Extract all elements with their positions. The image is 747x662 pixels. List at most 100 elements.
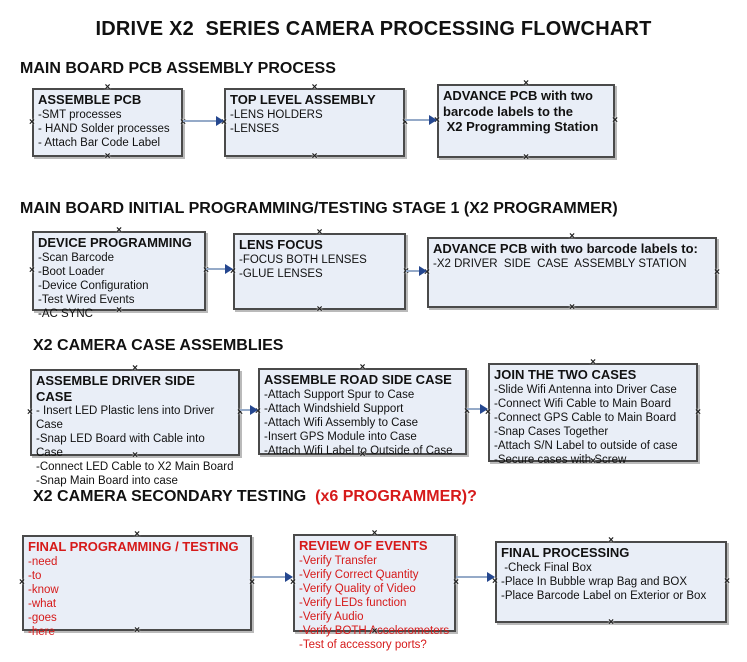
connection-anchor-icon: × — [608, 617, 614, 628]
box-item: -Verify Audio — [299, 610, 364, 623]
box-review-of-events: REVIEW OF EVENTS -Verify Transfer -Verif… — [290, 529, 459, 651]
flow-arrow — [406, 265, 427, 277]
box-item: -Check Final Box — [501, 561, 592, 574]
box-item: -Insert GPS Module into Case — [264, 430, 417, 443]
page-title: IDRIVE X2 SERIES CAMERA PROCESSING FLOWC… — [95, 18, 652, 40]
box-item: -Verify Quality of Video — [299, 582, 416, 595]
box-title: REVIEW OF EVENTS — [299, 538, 428, 553]
box-join-the-two-cases: JOIN THE TWO CASES -Slide Wifi Antenna i… — [485, 358, 701, 467]
box-item: -Scan Barcode — [38, 251, 115, 264]
box-assemble-driver-side-case: ASSEMBLE DRIVER SIDE CASE - Insert LED P… — [27, 364, 243, 488]
arrow-line — [405, 119, 432, 121]
box-title: ASSEMBLE DRIVER SIDE CASE — [36, 373, 199, 404]
box-item: -Connect GPS Cable to Main Board — [494, 411, 677, 424]
flow-arrow — [456, 571, 495, 583]
box-title: FINAL PROCESSING — [501, 545, 630, 560]
arrow-head-icon — [285, 572, 293, 582]
heading-red-part: (x6 PROGRAMMER)? — [310, 488, 477, 505]
connection-anchor-icon: × — [724, 576, 730, 587]
arrow-line — [406, 270, 422, 272]
box-item: -here — [28, 625, 55, 638]
box-item: -Place Barcode Label on Exterior or Box — [501, 589, 707, 602]
arrow-line — [467, 408, 483, 410]
heading-black-part: X2 CAMERA SECONDARY TESTING — [33, 488, 311, 505]
box-item: -LENSES — [230, 122, 280, 135]
section-heading-pcb-assembly: MAIN BOARD PCB ASSEMBLY PROCESS — [20, 60, 336, 77]
flow-arrow — [405, 114, 437, 126]
arrow-head-icon — [250, 405, 258, 415]
connection-anchor-icon: × — [19, 577, 25, 588]
box-item: -goes — [28, 611, 57, 624]
flow-arrow — [252, 571, 293, 583]
box-final-processing: FINAL PROCESSING -Check Final Box -Place… — [492, 536, 730, 628]
section-heading-secondary-testing: X2 CAMERA SECONDARY TESTING (x6 PROGRAMM… — [33, 488, 477, 506]
box-item: -Attach Wifi Assembly to Case — [264, 416, 419, 429]
connection-anchor-icon: × — [104, 151, 111, 162]
box-title: JOIN THE TWO CASES — [494, 367, 637, 382]
box-final-programming-testing: FINAL PROGRAMMING / TESTING -need -to -k… — [19, 530, 255, 638]
arrow-head-icon — [487, 572, 495, 582]
box-item: -Attach Support Spur to Case — [264, 388, 415, 401]
box-item: -GLUE LENSES — [239, 267, 323, 280]
box-item: -Attach S/N Label to outside of case — [494, 439, 678, 452]
box-item: -Connect Wifi Cable to Main Board — [494, 397, 672, 410]
box-title: FINAL PROGRAMMING / TESTING — [28, 539, 239, 554]
box-item: -Verify Correct Quantity — [299, 568, 419, 581]
box-item: -Boot Loader — [38, 265, 105, 278]
box-title: LENS FOCUS — [239, 237, 323, 252]
box-device-programming: DEVICE PROGRAMMING -Scan Barcode -Boot L… — [29, 226, 209, 320]
connection-anchor-icon: × — [612, 115, 618, 126]
box-item: -Verify LEDs function — [299, 596, 407, 609]
box-item: -Attach Wifi Label to Outside of Case — [264, 444, 453, 457]
section-heading-case-assemblies: X2 CAMERA CASE ASSEMBLIES — [33, 337, 284, 354]
box-item: -Device Configuration — [38, 279, 149, 292]
flow-arrow — [467, 403, 488, 415]
box-title: ASSEMBLE PCB — [38, 92, 142, 107]
box-item: -SMT processes — [38, 108, 122, 121]
box-item: -know — [28, 583, 59, 596]
connection-anchor-icon: × — [311, 151, 318, 162]
box-item: -Place In Bubble wrap Bag and BOX — [501, 575, 688, 588]
box-item: -Test of accessory ports? — [299, 638, 427, 651]
arrow-head-icon — [216, 116, 224, 126]
box-top-level-assembly: TOP LEVEL ASSEMBLY -LENS HOLDERS -LENSES… — [221, 83, 408, 162]
flow-arrow — [206, 263, 233, 275]
arrow-head-icon — [419, 266, 427, 276]
section-heading-initial-programming: MAIN BOARD INITIAL PROGRAMMING/TESTING S… — [20, 200, 618, 217]
box-item: -Secure cases with Screw — [494, 453, 627, 466]
box-assemble-pcb: ASSEMBLE PCB -SMT processes - HAND Solde… — [29, 83, 186, 162]
box-item: -need — [28, 555, 58, 568]
box-item: -Attach Windshield Support — [264, 402, 404, 415]
box-item: -FOCUS BOTH LENSES — [239, 253, 367, 266]
box-item: -Verify BOTH Accelerometers — [299, 624, 450, 637]
box-item: -Snap Main Board into case — [36, 475, 178, 488]
box-title: TOP LEVEL ASSEMBLY — [230, 92, 376, 107]
arrow-line — [240, 409, 253, 411]
box-item: -LENS HOLDERS — [230, 108, 323, 121]
flow-arrow — [183, 115, 224, 127]
connection-anchor-icon: × — [29, 116, 35, 128]
box-title: DEVICE PROGRAMMING — [38, 235, 192, 250]
box-item: -AC SYNC — [38, 307, 93, 320]
box-item: -Snap Cases Together — [494, 425, 609, 438]
connection-anchor-icon: × — [27, 406, 33, 418]
arrow-line — [183, 120, 219, 122]
box-item: -Verify Transfer — [299, 554, 377, 567]
box-title: ADVANCE PCB with two barcode labels to: — [433, 241, 698, 256]
arrow-line — [252, 576, 288, 578]
box-advance-pcb-programming-station: ADVANCE PCB with two barcode labels to t… — [434, 79, 618, 163]
arrow-head-icon — [225, 264, 233, 274]
box-title: ADVANCE PCB with two barcode labels to t… — [443, 88, 599, 135]
box-item: -what — [28, 597, 57, 610]
box-item: -Connect LED Cable to X2 Main Board — [36, 461, 234, 474]
box-item: -to — [28, 569, 42, 582]
box-title: ASSEMBLE ROAD SIDE CASE — [264, 372, 452, 387]
box-advance-pcb-driver-side-station: ADVANCE PCB with two barcode labels to: … — [424, 232, 720, 313]
arrow-line — [206, 268, 228, 270]
box-item: -Snap LED Board with Cable into Case — [36, 433, 208, 460]
connection-anchor-icon: × — [523, 152, 529, 163]
box-item: - Attach Bar Code Label — [38, 136, 161, 149]
arrow-line — [456, 576, 490, 578]
box-item: -Test Wired Events — [38, 293, 135, 306]
